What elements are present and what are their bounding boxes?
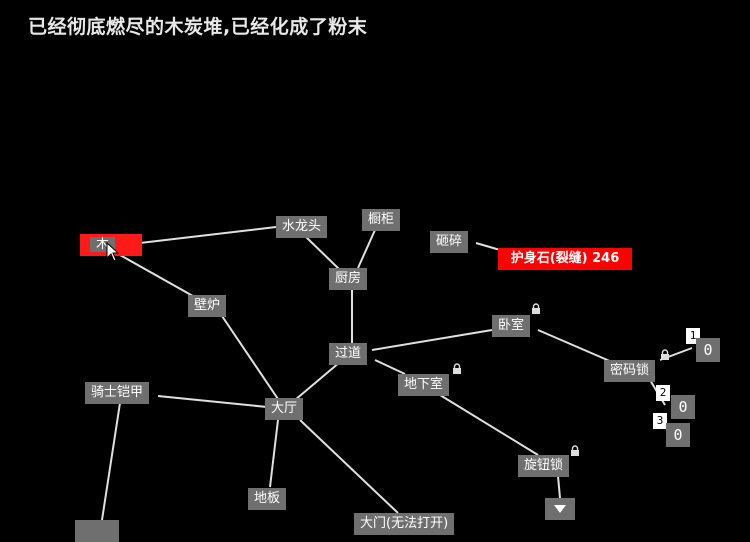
node-fireplace[interactable]: 壁炉 bbox=[188, 295, 227, 317]
node-knob-lock[interactable]: 旋钮锁 bbox=[518, 455, 570, 477]
combo-slot-1-digit[interactable]: 0 bbox=[696, 338, 720, 362]
node-faucet[interactable]: 水龙头 bbox=[276, 216, 328, 238]
combo-slot-2-digit[interactable]: 0 bbox=[671, 395, 695, 419]
node-shards[interactable]: 砸碎 bbox=[430, 231, 469, 253]
node-partial-left[interactable] bbox=[75, 520, 119, 542]
lock-icon bbox=[532, 303, 540, 314]
combo-slot-3-index: 3 bbox=[653, 413, 667, 429]
node-knight-armor[interactable]: 骑士铠甲 bbox=[85, 382, 150, 404]
combo-slot-3-digit[interactable]: 0 bbox=[666, 423, 690, 447]
node-lobby[interactable]: 大厅 bbox=[265, 398, 304, 420]
lock-icon bbox=[661, 349, 669, 360]
lock-icon bbox=[571, 445, 579, 456]
down-arrow-icon bbox=[554, 505, 566, 513]
status-message: 已经彻底燃尽的木炭堆,已经化成了粉末 bbox=[28, 16, 368, 38]
mouse-cursor-icon bbox=[106, 242, 120, 262]
node-floor[interactable]: 地板 bbox=[248, 488, 287, 510]
node-bedroom[interactable]: 卧室 bbox=[492, 315, 531, 337]
lock-icon bbox=[453, 363, 461, 374]
node-gate[interactable]: 大门(无法打开) bbox=[354, 513, 455, 535]
connection-lines bbox=[101, 226, 693, 521]
combo-slot-2-index: 2 bbox=[656, 385, 670, 401]
node-password-lock[interactable]: 密码锁 bbox=[604, 360, 656, 382]
node-kitchen[interactable]: 厨房 bbox=[329, 268, 368, 290]
node-cabinet[interactable]: 橱柜 bbox=[362, 209, 401, 231]
node-passage[interactable]: 过道 bbox=[329, 343, 368, 365]
node-basement[interactable]: 地下室 bbox=[398, 374, 450, 396]
down-arrow-button[interactable] bbox=[545, 498, 575, 520]
amulet-stone-badge[interactable]: 护身石(裂缝) 246 bbox=[498, 248, 632, 270]
